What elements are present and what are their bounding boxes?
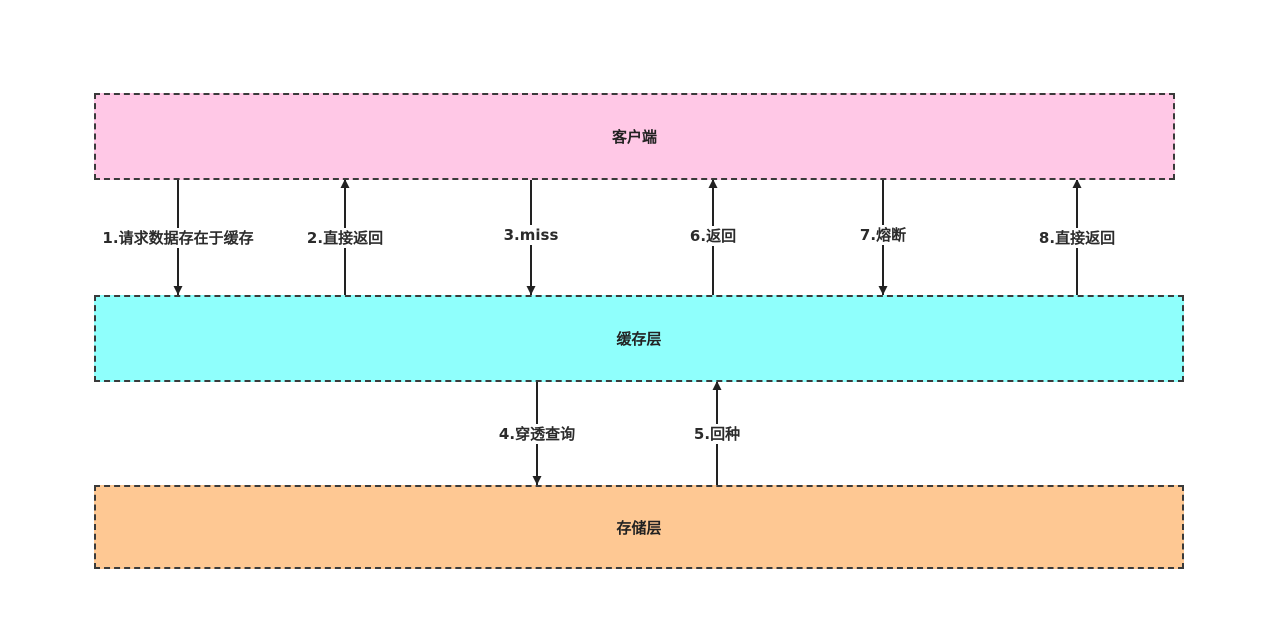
flow-label-3: 3.miss — [500, 225, 562, 245]
storage-layer-box: 存储层 — [94, 485, 1184, 569]
client-layer-box: 客户端 — [94, 93, 1175, 180]
flow-label-1: 1.请求数据存在于缓存 — [99, 228, 257, 248]
flow-label-8: 8.直接返回 — [1035, 228, 1119, 248]
flow-label-4: 4.穿透查询 — [495, 424, 579, 444]
flow-label-6: 6.返回 — [686, 226, 740, 246]
client-layer-label: 客户端 — [611, 128, 657, 146]
cache-layer-box: 缓存层 — [94, 295, 1184, 382]
flow-label-5: 5.回种 — [690, 424, 744, 444]
flow-label-2: 2.直接返回 — [303, 228, 387, 248]
storage-layer-label: 存储层 — [616, 518, 662, 537]
cache-layer-label: 缓存层 — [616, 330, 662, 348]
flow-label-7: 7.熔断 — [856, 225, 910, 245]
